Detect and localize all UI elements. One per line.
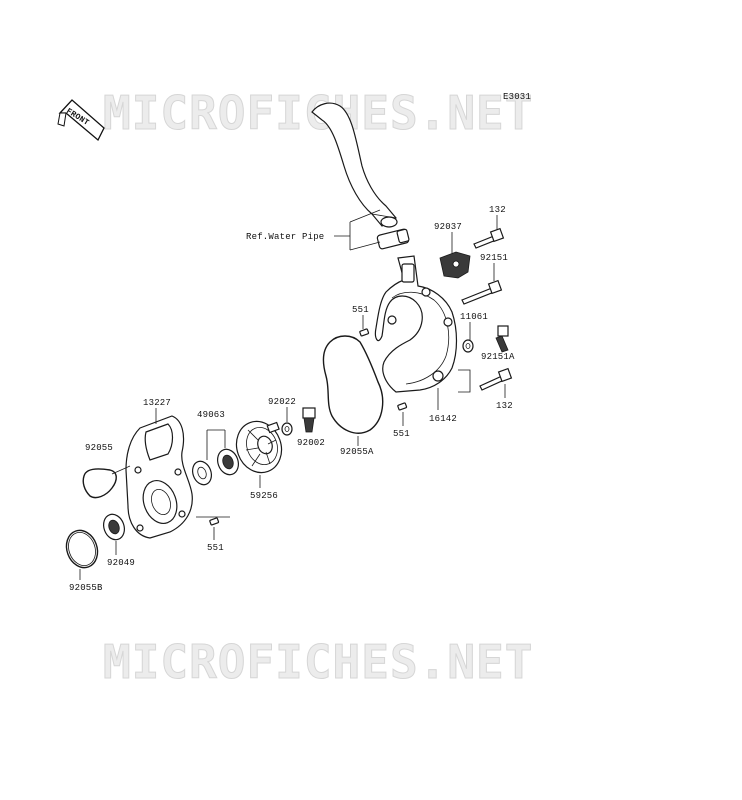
label-132-bottom: 132 — [496, 401, 513, 411]
label-92002: 92002 — [297, 438, 325, 448]
label-92151A: 92151A — [481, 352, 515, 362]
label-13227: 13227 — [143, 398, 171, 408]
front-arrow-icon: FRONT — [57, 99, 105, 142]
label-16142: 16142 — [429, 414, 457, 424]
bolt-92151 — [461, 279, 503, 305]
bolt-132-bottom — [479, 367, 513, 391]
seal-49063-a — [191, 460, 213, 486]
washer-11061 — [462, 339, 474, 353]
label-92055: 92055 — [85, 443, 113, 453]
label-59256: 59256 — [250, 491, 278, 501]
label-132-top: 132 — [489, 205, 506, 215]
oil-seal-92049 — [103, 513, 125, 541]
label-11061: 11061 — [460, 312, 488, 322]
pump-body-13227 — [125, 415, 193, 539]
label-551-mid: 551 — [393, 429, 410, 439]
label-551-top: 551 — [352, 305, 369, 315]
seal-49063-b — [217, 448, 239, 476]
pump-cover-housing — [374, 255, 458, 393]
label-551-low: 551 — [207, 543, 224, 553]
pipe-fitting — [376, 228, 410, 250]
label-92037: 92037 — [434, 222, 462, 232]
o-ring-92055B — [65, 529, 99, 569]
bracket-92037 — [439, 251, 471, 279]
label-92055A: 92055A — [340, 447, 374, 457]
water-pipe-hose — [311, 102, 398, 228]
label-49063: 49063 — [197, 410, 225, 420]
label-92151: 92151 — [480, 253, 508, 263]
bolt-132-top — [473, 227, 505, 249]
label-92049: 92049 — [107, 558, 135, 568]
washer-92022 — [281, 422, 293, 436]
label-92022: 92022 — [268, 397, 296, 407]
dowel-551-low — [209, 517, 220, 526]
o-ring-92055 — [82, 468, 117, 499]
label-ref-water-pipe: Ref.Water Pipe — [246, 232, 324, 242]
bolt-92151A — [495, 325, 509, 353]
bolt-92002 — [302, 407, 316, 433]
watermark-bottom: MICROFICHES.NET — [103, 635, 533, 689]
dowel-551-mid — [397, 402, 408, 411]
diagram-code: E3031 — [503, 92, 531, 102]
gasket-92055A — [322, 335, 384, 434]
label-92055B: 92055B — [69, 583, 103, 593]
dowel-551-top — [359, 328, 370, 337]
impeller-59256 — [235, 420, 283, 474]
